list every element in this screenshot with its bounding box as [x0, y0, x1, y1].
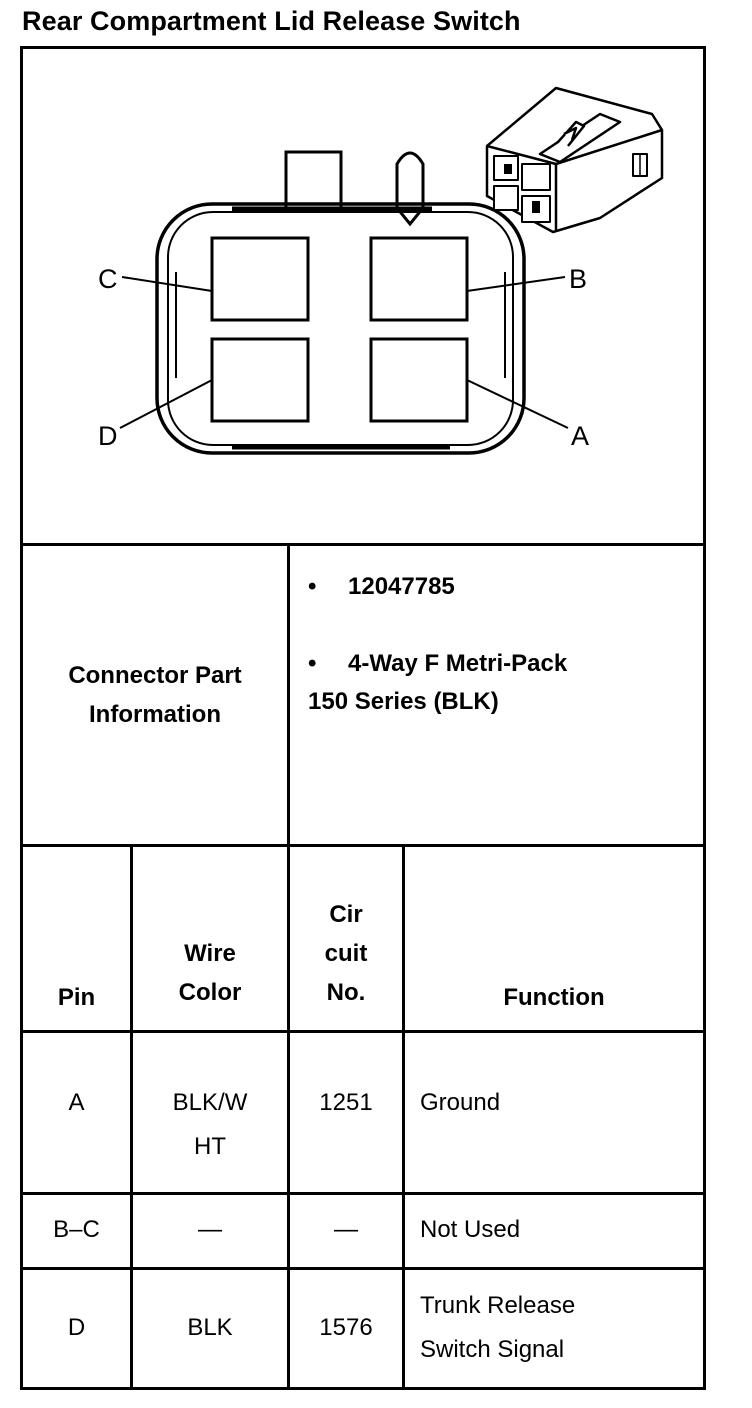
- label-line-1: Connector Part: [68, 662, 242, 689]
- divider-below-row-a: [20, 1192, 706, 1195]
- table-cell: D: [67, 1314, 86, 1341]
- table-cell: Not Used: [420, 1216, 521, 1243]
- table-cell: —: [334, 1216, 358, 1243]
- key-tab: [395, 151, 425, 227]
- table-cell: A: [68, 1089, 85, 1116]
- divider-below-connector-info: [20, 844, 706, 847]
- bullet-dot: •: [308, 650, 317, 677]
- table-cell: Ground: [420, 1089, 501, 1116]
- latch-tab: [284, 150, 343, 210]
- leader-line-c: [121, 276, 213, 292]
- header-function-text: Function: [503, 984, 605, 1011]
- table-border-left: [20, 46, 23, 1390]
- table-cell: Trunk Release: [420, 1292, 576, 1319]
- cavity-d: [210, 337, 310, 423]
- leader-line-d: [119, 379, 213, 429]
- cavity-label-d: D: [98, 421, 118, 451]
- row-a-function: Ground: [420, 1081, 700, 1125]
- row-d-pin: D: [23, 1306, 130, 1350]
- header-circuit-no: Cir cuit No.: [290, 847, 402, 1030]
- header-pin-text: Pin: [57, 984, 96, 1011]
- row-d-wire-color: BLK: [133, 1306, 287, 1350]
- table-cell: B–C: [53, 1216, 100, 1243]
- header-circuit-line-1: Cir: [329, 901, 363, 928]
- label-line-2: Information: [89, 701, 221, 728]
- table-cell: —: [198, 1216, 222, 1243]
- header-wire-color-line-1: Wire: [184, 940, 236, 967]
- column-divider-2: [287, 543, 290, 1390]
- part-number: 12047785: [348, 573, 455, 600]
- header-circuit-line-3: No.: [326, 979, 366, 1006]
- cavity-label-c: C: [98, 264, 118, 294]
- table-border-right: [703, 46, 706, 1390]
- header-wire-color: Wire Color: [133, 847, 287, 1030]
- divider-below-header: [20, 1030, 706, 1033]
- header-pin: Pin: [23, 847, 130, 1030]
- table-cell: 1576: [319, 1314, 373, 1341]
- connector-isometric-view: [485, 86, 664, 234]
- connector-info-table: C B D A Connector Part I: [20, 46, 706, 1390]
- description-line-2: 150 Series (BLK): [308, 688, 499, 715]
- bullet-description: • 4-Way F Metri-Pack: [308, 645, 698, 683]
- leader-line-b: [466, 276, 566, 292]
- row-bc-pin: B–C: [23, 1208, 130, 1252]
- header-wire-color-line-2: Color: [178, 979, 242, 1006]
- connector-housing-outer: [155, 202, 526, 455]
- table-cell: BLK/W: [172, 1089, 248, 1116]
- table-cell: HT: [194, 1133, 226, 1160]
- connector-part-information-label: Connector Part Information: [23, 546, 287, 844]
- cavity-label-a: A: [571, 421, 589, 451]
- divider-below-row-bc: [20, 1267, 706, 1270]
- table-border-bottom: [20, 1387, 706, 1390]
- divider-below-diagram: [20, 543, 706, 546]
- description-line-1: 4-Way F Metri-Pack: [348, 650, 568, 677]
- cavity-a: [369, 337, 469, 423]
- row-bc-function: Not Used: [420, 1208, 700, 1252]
- row-d-function: Trunk Release Switch Signal: [420, 1284, 700, 1372]
- leader-line-a: [466, 379, 569, 429]
- row-bc-circuit: —: [290, 1208, 402, 1252]
- cavity-b: [369, 236, 469, 322]
- bullet-part-number: • 12047785: [308, 568, 698, 606]
- table-cell: Switch Signal: [420, 1336, 565, 1363]
- cavity-c: [210, 236, 310, 322]
- table-cell: 1251: [319, 1089, 373, 1116]
- column-divider-3: [402, 844, 405, 1390]
- table-cell: BLK: [187, 1314, 233, 1341]
- row-a-circuit: 1251: [290, 1081, 402, 1125]
- row-d-circuit: 1576: [290, 1306, 402, 1350]
- row-bc-wire-color: —: [133, 1208, 287, 1252]
- connector-part-bullets: • 12047785 • 4-Way F Metri-Pack 150 Series…: [308, 568, 698, 721]
- bullet-dot: •: [308, 573, 317, 600]
- header-function: Function: [405, 847, 703, 1030]
- row-a-pin: A: [23, 1081, 130, 1125]
- connector-face-diagram: C B D A: [98, 86, 664, 455]
- table-border-top: [20, 46, 706, 49]
- header-circuit-line-2: cuit: [324, 940, 368, 967]
- cavity-label-b: B: [569, 264, 587, 294]
- column-divider-1: [130, 844, 133, 1390]
- row-a-wire-color: BLK/W HT: [133, 1081, 287, 1169]
- page-title: Rear Compartment Lid Release Switch: [22, 6, 521, 36]
